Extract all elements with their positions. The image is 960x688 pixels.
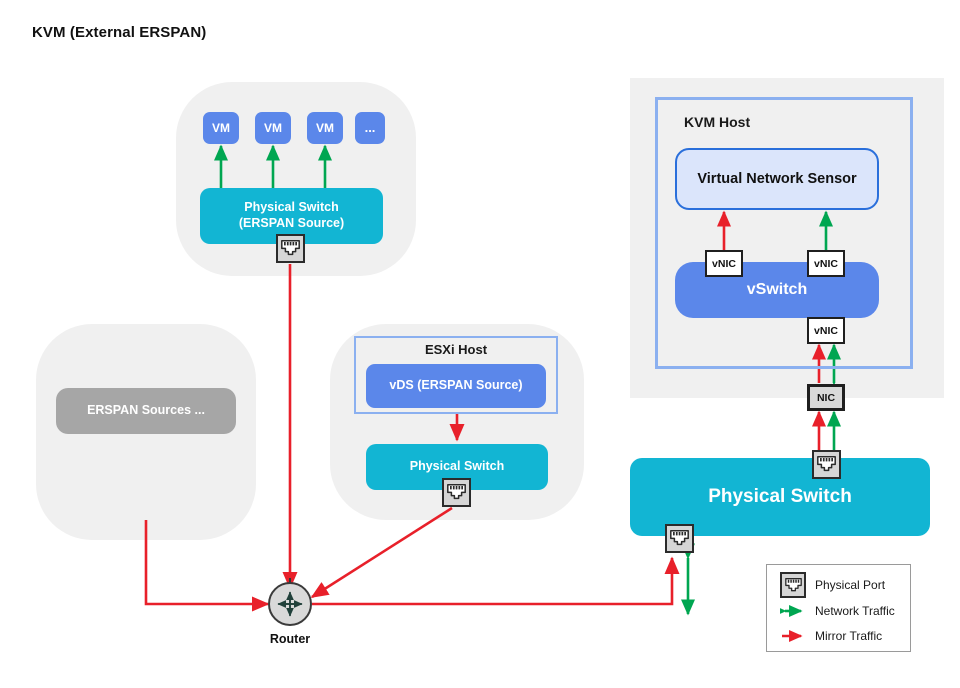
legend-network-traffic-label: Network Traffic bbox=[815, 604, 895, 618]
bottom-physical-switch[interactable]: Physical Switch bbox=[630, 458, 930, 536]
vm-box-3[interactable]: VM bbox=[307, 112, 343, 144]
esxi-vds-box[interactable]: vDS (ERSPAN Source) bbox=[366, 364, 546, 408]
legend-item-network-traffic: Network Traffic bbox=[780, 604, 895, 618]
physical-port-icon-bottom-left[interactable] bbox=[665, 524, 694, 553]
physical-port-icon-esxi[interactable] bbox=[442, 478, 471, 507]
vswitch-label: vSwitch bbox=[746, 281, 808, 298]
virtual-network-sensor-label: Virtual Network Sensor bbox=[697, 170, 857, 187]
router-label: Router bbox=[269, 632, 311, 646]
physical-port-icon-kvm-source[interactable] bbox=[276, 234, 305, 263]
vm-box-1[interactable]: VM bbox=[203, 112, 239, 144]
virtual-network-sensor-box[interactable]: Virtual Network Sensor bbox=[675, 148, 879, 210]
kvm-physical-switch-erspan-source[interactable]: Physical Switch (ERSPAN Source) bbox=[200, 188, 383, 244]
legend-physical-port-label: Physical Port bbox=[815, 578, 886, 592]
legend-item-physical-port: Physical Port bbox=[780, 572, 885, 598]
vm-box-2[interactable]: VM bbox=[255, 112, 291, 144]
esxi-to-router-mirror bbox=[310, 506, 453, 599]
vnic-chip-uplink-label: vNIC bbox=[814, 324, 838, 337]
esxi-physical-switch-label: Physical Switch bbox=[409, 459, 505, 474]
vm-box-2-label: VM bbox=[264, 120, 282, 135]
vnic-chip-mirror-label: vNIC bbox=[712, 257, 736, 270]
nic-chip-label: NIC bbox=[816, 391, 836, 404]
esxi-host-frame bbox=[354, 336, 558, 414]
vnic-chip-uplink[interactable]: vNIC bbox=[807, 317, 845, 344]
kvm-physical-switch-line2: (ERSPAN Source) bbox=[238, 216, 345, 230]
router-to-bottom-switch-mirror bbox=[312, 556, 680, 606]
erspan-sources-box[interactable]: ERSPAN Sources ... bbox=[56, 388, 236, 434]
kvm-host-group-backdrop bbox=[630, 78, 944, 398]
diagram-title: KVM (External ERSPAN) bbox=[32, 24, 207, 41]
router-icon[interactable] bbox=[268, 582, 312, 626]
kvm-host-label: KVM Host bbox=[684, 114, 751, 130]
physical-port-icon-bottom-top[interactable] bbox=[812, 450, 841, 479]
esxi-vds-label: vDS (ERSPAN Source) bbox=[389, 378, 523, 393]
vm-box-3-label: VM bbox=[316, 120, 334, 135]
legend-item-mirror-traffic: Mirror Traffic bbox=[780, 629, 882, 643]
green-double-arrow-icon bbox=[780, 605, 806, 617]
vm-box-more-label: ... bbox=[364, 119, 376, 135]
legend-mirror-traffic-label: Mirror Traffic bbox=[815, 629, 883, 643]
kvm-physical-switch-line1: Physical Switch bbox=[244, 200, 339, 215]
vnic-chip-network-label: vNIC bbox=[814, 257, 838, 270]
kvm-host-frame bbox=[655, 97, 913, 369]
legend-physical-port-icon bbox=[780, 572, 806, 598]
vnic-chip-network[interactable]: vNIC bbox=[807, 250, 845, 277]
vm-box-more[interactable]: ... bbox=[355, 112, 385, 144]
nic-chip[interactable]: NIC bbox=[807, 384, 845, 411]
vnic-chip-mirror[interactable]: vNIC bbox=[705, 250, 743, 277]
erspan-sources-label: ERSPAN Sources ... bbox=[87, 403, 205, 418]
bottom-physical-switch-label: Physical Switch bbox=[708, 486, 852, 508]
vm-box-1-label: VM bbox=[212, 120, 230, 135]
esxi-host-label: ESXi Host bbox=[424, 342, 488, 357]
red-single-arrow-icon bbox=[780, 630, 806, 642]
